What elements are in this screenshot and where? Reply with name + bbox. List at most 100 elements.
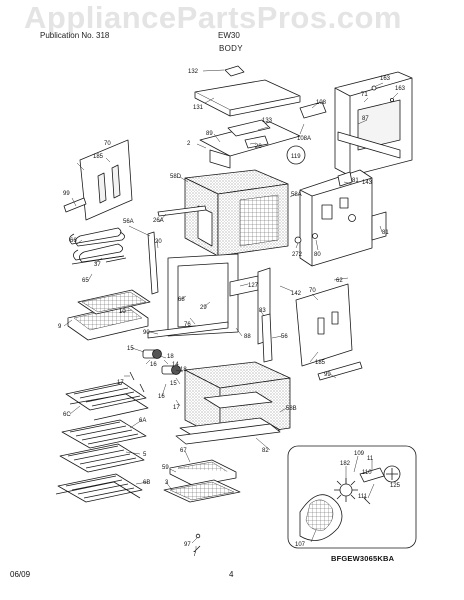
leader-lines bbox=[63, 69, 399, 550]
callout-71: 71 bbox=[361, 92, 368, 98]
callout-17b: 17 bbox=[173, 405, 180, 411]
left-side-panel bbox=[63, 139, 133, 221]
callout-5: 5 bbox=[143, 452, 147, 458]
detail-circle-119 bbox=[286, 145, 306, 165]
callout-81b: 81 bbox=[382, 230, 389, 236]
callout-87: 87 bbox=[362, 116, 369, 122]
model-label: EW30 bbox=[218, 31, 240, 40]
callout-65: 65 bbox=[82, 278, 89, 284]
front-post-56 bbox=[261, 313, 273, 363]
callout-2: 2 bbox=[187, 141, 191, 147]
broil-pan bbox=[67, 289, 151, 341]
callout-110: 110 bbox=[362, 470, 372, 476]
side-strip-56a bbox=[147, 231, 159, 295]
callout-131: 131 bbox=[193, 105, 204, 111]
callout-163: 163 bbox=[380, 76, 391, 82]
callout-14: 14 bbox=[172, 362, 179, 368]
callout-81: 81 bbox=[352, 178, 359, 184]
callout-56a: 56A bbox=[123, 219, 134, 225]
broil-element bbox=[69, 227, 127, 265]
top-mounting-plate bbox=[199, 101, 327, 169]
rear-duct-assembly bbox=[334, 71, 413, 177]
callout-119: 119 bbox=[291, 154, 301, 160]
oven-body-insulated bbox=[184, 169, 289, 257]
callout-20: 20 bbox=[155, 239, 162, 245]
bake-burner-assembly bbox=[163, 459, 241, 553]
lower-oven-body bbox=[175, 361, 291, 445]
callout-127: 127 bbox=[248, 283, 259, 289]
callout-18: 18 bbox=[167, 354, 174, 360]
page-number: 4 bbox=[229, 570, 234, 579]
watermark: AppliancePartsPros.com bbox=[24, 0, 402, 35]
section-title: BODY bbox=[219, 44, 243, 53]
callout-70b: 70 bbox=[309, 288, 316, 294]
burner-valves bbox=[129, 349, 181, 393]
callout-99b: 99 bbox=[324, 372, 331, 378]
callout-16b: 16 bbox=[158, 394, 165, 400]
callout-7: 7 bbox=[193, 552, 197, 558]
callout-6a: 6A bbox=[139, 418, 146, 424]
right-lower-panel bbox=[295, 283, 363, 381]
callout-58b: 58B bbox=[286, 406, 297, 412]
callout-17: 17 bbox=[117, 380, 124, 386]
callout-143: 143 bbox=[362, 180, 373, 186]
callout-125: 125 bbox=[390, 483, 401, 489]
callout-83: 83 bbox=[259, 308, 266, 314]
callout-6c: 6C bbox=[63, 412, 71, 418]
callout-11: 11 bbox=[367, 456, 374, 462]
callout-58a: 58A bbox=[291, 192, 302, 198]
callout-10: 10 bbox=[119, 309, 126, 315]
callout-185b: 185 bbox=[315, 360, 326, 366]
callout-107: 107 bbox=[295, 542, 306, 548]
callout-62: 62 bbox=[336, 278, 343, 284]
callout-15: 15 bbox=[127, 346, 134, 352]
callout-56: 56 bbox=[281, 334, 288, 340]
callout-182: 182 bbox=[340, 461, 351, 467]
callout-80: 80 bbox=[314, 252, 321, 258]
callout-70: 70 bbox=[104, 141, 111, 147]
callout-97: 97 bbox=[184, 542, 191, 548]
callout-132: 132 bbox=[188, 69, 199, 75]
top-vent-duct bbox=[194, 65, 301, 117]
callout-58d: 58D bbox=[170, 174, 182, 180]
callout-88: 88 bbox=[244, 334, 251, 340]
callout-89: 89 bbox=[206, 131, 213, 137]
callout-9: 9 bbox=[58, 324, 62, 330]
footer-date: 06/09 bbox=[10, 570, 31, 579]
callout-66: 66 bbox=[70, 238, 77, 244]
callout-67: 67 bbox=[180, 448, 187, 454]
callout-82: 82 bbox=[262, 448, 269, 454]
callout-6b: 6B bbox=[143, 480, 150, 486]
callout-29: 29 bbox=[200, 305, 207, 311]
lower-trim-bar bbox=[147, 321, 229, 339]
callout-16: 16 bbox=[150, 362, 157, 368]
callout-185: 185 bbox=[93, 154, 104, 160]
callout-163b: 163 bbox=[395, 86, 406, 92]
callout-111: 111 bbox=[358, 494, 368, 500]
callout-68: 68 bbox=[178, 297, 185, 303]
callout-59: 59 bbox=[162, 465, 169, 471]
convection-fan-inset bbox=[287, 445, 417, 549]
callout-15b: 15 bbox=[170, 381, 177, 387]
front-frame bbox=[167, 253, 271, 345]
diagram-code: BFGEW3065KBA bbox=[331, 554, 395, 563]
callout-28: 28 bbox=[255, 144, 262, 150]
right-side-panel bbox=[294, 169, 387, 267]
callout-272: 272 bbox=[292, 252, 303, 258]
callout-18b: 18 bbox=[180, 367, 187, 373]
callout-90: 90 bbox=[143, 330, 150, 336]
callout-133: 133 bbox=[262, 118, 273, 124]
trim-strip-26a bbox=[157, 205, 207, 217]
callout-109: 109 bbox=[354, 451, 365, 457]
callout-99: 99 bbox=[63, 191, 70, 197]
callout-26a: 26A bbox=[153, 218, 164, 224]
callout-108: 108 bbox=[316, 100, 327, 106]
publication-label: Publication No. 318 bbox=[40, 31, 110, 40]
callout-37: 37 bbox=[94, 262, 101, 268]
callout-76: 76 bbox=[184, 322, 191, 328]
oven-racks bbox=[55, 381, 149, 503]
callout-142: 142 bbox=[291, 291, 302, 297]
